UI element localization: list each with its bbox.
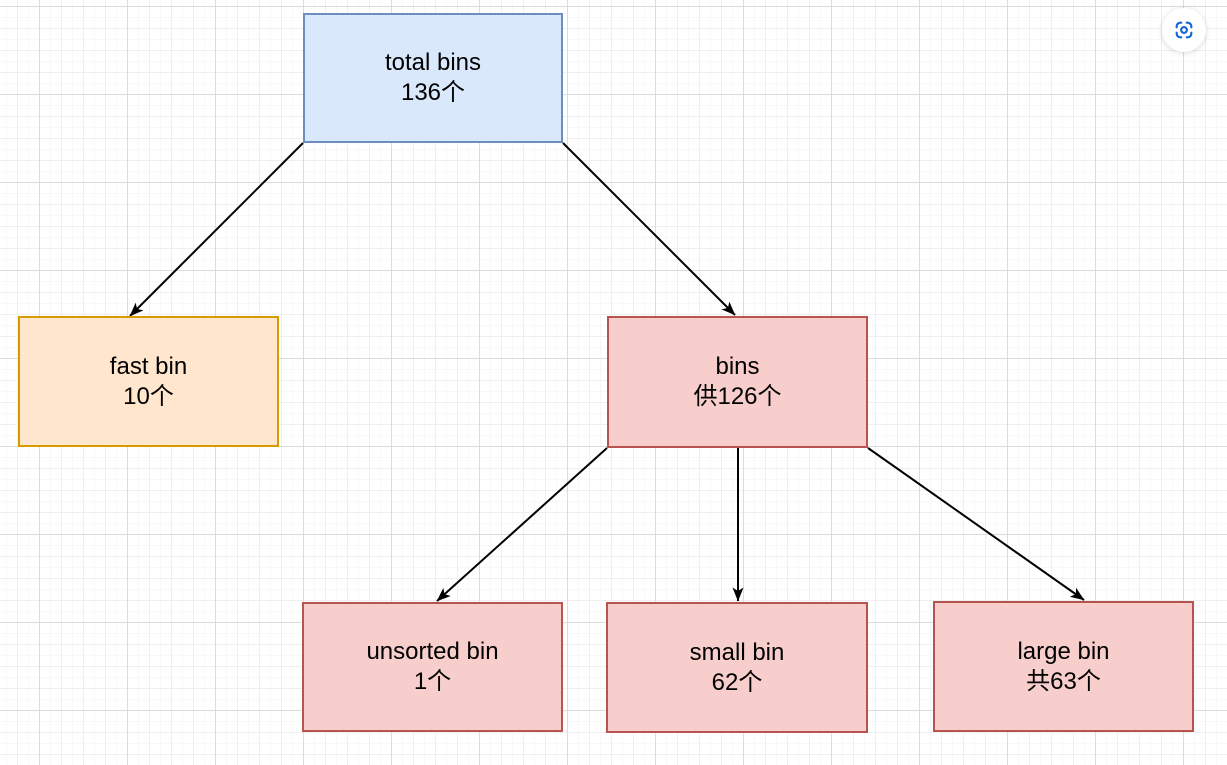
node-label: fast bin xyxy=(109,352,188,380)
focus-button[interactable] xyxy=(1162,8,1206,52)
node-sublabel: 供126个 xyxy=(693,383,782,410)
node-sublabel: 136个 xyxy=(400,79,466,106)
node-fast-bin: fast bin 10个 xyxy=(18,316,279,447)
edge-bins-to-large-bin xyxy=(867,447,1085,601)
node-unsorted-bin: unsorted bin 1个 xyxy=(302,602,563,732)
node-large-bin: large bin 共63个 xyxy=(933,601,1194,732)
node-label: unsorted bin xyxy=(366,638,499,665)
node-label: bins xyxy=(715,353,760,380)
node-sublabel: 62个 xyxy=(711,668,763,696)
edge-bins-to-unsorted-bin xyxy=(436,447,608,602)
node-sublabel: 10个 xyxy=(123,382,174,410)
node-label: total bins xyxy=(384,49,482,76)
focus-scan-icon xyxy=(1173,19,1195,41)
node-sublabel: 共63个 xyxy=(1026,667,1101,695)
node-total-bins: total bins 136个 xyxy=(303,13,563,143)
edge-total-bins-to-bins xyxy=(562,142,736,316)
node-sublabel: 1个 xyxy=(413,668,452,695)
node-label: small bin xyxy=(689,638,785,666)
node-small-bin: small bin 62个 xyxy=(606,602,868,733)
node-bins: bins 供126个 xyxy=(607,316,868,448)
node-label: large bin xyxy=(1017,637,1110,665)
edge-total-bins-to-fast-bin xyxy=(129,142,304,317)
